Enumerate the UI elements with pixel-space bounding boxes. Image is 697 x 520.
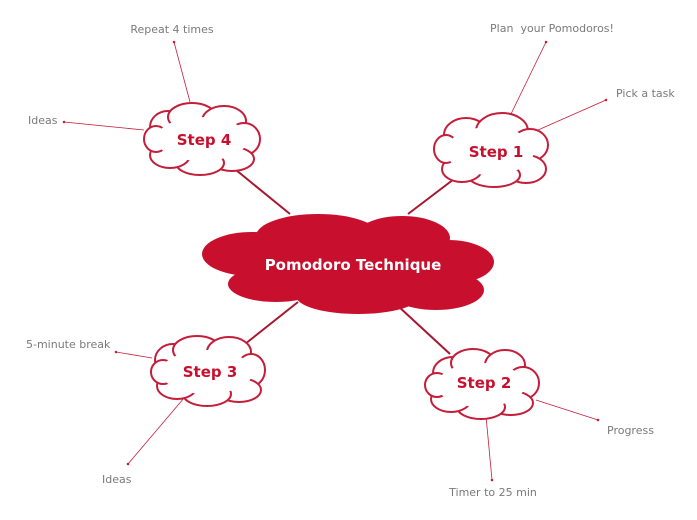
central-connectors — [235, 169, 459, 355]
leaf-label-timer: Timer to 25 min — [448, 486, 537, 499]
leaf-labels: Plan your Pomodoros! Pick a task Progres… — [26, 22, 675, 499]
step-3-label: Step 3 — [183, 363, 238, 381]
central-cloud — [202, 214, 494, 314]
step-2-label: Step 2 — [457, 374, 512, 392]
central-cloud-label: Pomodoro Technique — [265, 256, 442, 274]
step-1-cloud — [433, 112, 549, 188]
leaf-connector-step1-pick — [537, 98, 608, 131]
connector-step-3 — [239, 301, 299, 349]
connector-step-4 — [235, 169, 291, 215]
leaf-label-five-minute-break: 5-minute break — [26, 338, 111, 351]
connector-step-2 — [397, 305, 451, 355]
leaf-label-progress: Progress — [607, 424, 654, 437]
leaf-label-pick-task: Pick a task — [616, 87, 675, 100]
leaf-label-repeat-four: Repeat 4 times — [130, 23, 214, 36]
leaf-connector-step4-ideas — [62, 120, 145, 131]
leaf-connector-step3-ideas — [126, 397, 185, 466]
step-2-cloud — [424, 348, 540, 420]
connector-step-1 — [407, 175, 459, 215]
leaf-label-ideas-step3: Ideas — [102, 473, 132, 486]
step-4-cloud — [143, 102, 261, 176]
step-4-label: Step 4 — [177, 131, 232, 149]
step-3-cloud — [150, 335, 266, 407]
step-1-label: Step 1 — [469, 143, 524, 161]
leaf-connector-step4-repeat — [172, 40, 191, 103]
leaf-connector-step1-plan — [509, 40, 548, 117]
leaf-connector-step2-timer — [485, 415, 494, 482]
leaf-connector-step3-break — [114, 350, 153, 359]
leaf-label-plan-pomodoros: Plan your Pomodoros! — [490, 22, 614, 35]
leaf-connectors — [62, 40, 608, 482]
leaf-label-ideas-step4: Ideas — [28, 114, 58, 127]
leaf-connector-step2-progress — [535, 399, 600, 422]
